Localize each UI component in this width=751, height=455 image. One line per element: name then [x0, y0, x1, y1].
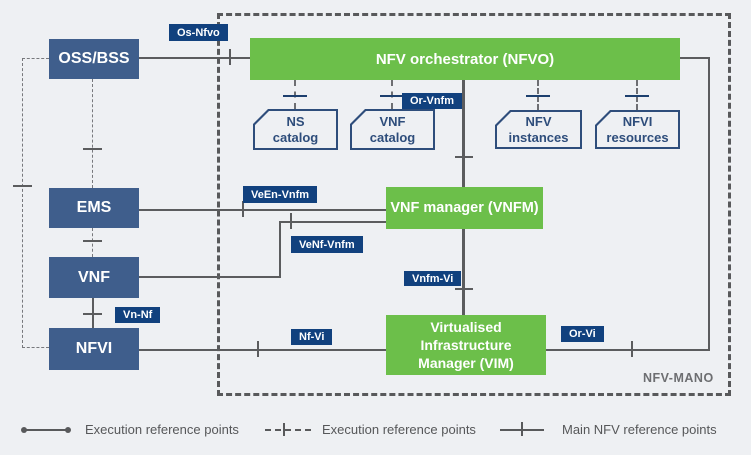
nfvi-resources-fill [597, 112, 678, 147]
line-vnf-vnfm-v [279, 221, 281, 278]
badge-or-vnfm: Or-Vnfm [402, 93, 462, 109]
box-nfvo: NFV orchestrator (NFVO) [250, 38, 680, 80]
shape-vnf-catalog: VNF catalog [350, 109, 435, 150]
dash-ossbss-ems [92, 79, 93, 188]
badge-veen-vnfm: VeEn-Vnfm [243, 186, 318, 203]
nfvi-resources-line2: resources [606, 129, 669, 145]
badge-venf-vnfm: VeNf-Vnfm [291, 236, 363, 253]
line-nfvo-right [680, 57, 710, 59]
tick-nfvi-resources [625, 95, 649, 97]
ns-catalog-line2: catalog [272, 129, 319, 145]
nfv-instances-line1: NFV [525, 113, 552, 129]
dash-nfvo-vnf-catalog [391, 80, 393, 109]
shape-nfvi-resources: NFVI resources [595, 110, 680, 149]
shape-ns-catalog: NS catalog [253, 109, 338, 150]
dash-nfvo-ns-catalog [294, 80, 296, 109]
line-vnfm-vim [462, 229, 465, 315]
nfv-instances-fill [497, 112, 580, 147]
legend-main-tick [521, 422, 523, 436]
legend-label-execution-2: Execution reference points [322, 422, 476, 437]
dash-left-rail [22, 58, 23, 348]
line-ossbss-nfvo [139, 57, 250, 59]
line-ems-vnfm [139, 209, 386, 211]
tick-vnf-catalog [380, 95, 404, 97]
tick-ems-vnf [83, 240, 102, 242]
box-vim: Virtualised Infrastructure Manager (VIM) [386, 315, 546, 375]
tick-nf-vi [257, 341, 259, 357]
box-oss-bss-label: OSS/BSS [58, 50, 130, 67]
badge-vnfm-vi: Vnfm-Vi [404, 271, 462, 286]
vnf-catalog-label: VNF catalog [350, 109, 435, 150]
legend-dot-left [21, 427, 27, 433]
badge-os-nfvo: Os-Nfvo [169, 24, 228, 41]
nfv-mano-dashed-frame [217, 13, 731, 396]
legend-solid-dots-line [24, 429, 70, 431]
nfv-instances-label: NFV instances [495, 110, 582, 149]
tick-left-rail [13, 185, 32, 187]
tick-os-nfvo [229, 49, 231, 65]
tick-veen-vnfm [242, 201, 244, 217]
ns-catalog-label: NS catalog [253, 109, 338, 150]
legend-label-execution-1: Execution reference points [85, 422, 239, 437]
line-right-riser [708, 57, 710, 351]
ns-catalog-line1: NS [286, 113, 305, 129]
legend-label-main-nfv: Main NFV reference points [562, 422, 717, 437]
box-nfvo-label: NFV orchestrator (NFVO) [375, 50, 555, 68]
box-vnf: VNF [49, 257, 139, 298]
box-ems-label: EMS [76, 199, 112, 216]
box-vnfm: VNF manager (VNFM) [386, 187, 543, 229]
legend-dot-right [65, 427, 71, 433]
line-vnf-vnfm-h [279, 221, 386, 223]
ns-catalog-fill [255, 111, 336, 148]
tick-or-vi [631, 341, 633, 357]
nfv-instances-line2: instances [508, 129, 569, 145]
vnf-catalog-fill [352, 111, 433, 148]
tick-ns-catalog [283, 95, 307, 97]
nfvi-resources-label: NFVI resources [595, 110, 680, 149]
dash-ems-vnf [92, 228, 93, 257]
box-vnfm-label: VNF manager (VNFM) [390, 200, 539, 216]
box-oss-bss: OSS/BSS [49, 39, 139, 79]
badge-vn-nf: Vn-Nf [115, 307, 161, 323]
nfv-mano-label: NFV-MANO [643, 371, 714, 385]
box-vim-label-line3: Manager (VIM) [418, 355, 514, 372]
badge-or-vi: Or-Vi [561, 326, 604, 342]
tick-vnfm-vi [455, 288, 473, 290]
line-vnf-h [139, 276, 281, 278]
vnf-catalog-line1: VNF [379, 113, 406, 129]
line-nfvo-vnfm [462, 80, 465, 187]
box-vim-label-line2: Infrastructure [420, 336, 512, 353]
badge-nf-vi: Nf-Vi [291, 329, 333, 345]
tick-or-vnfm [455, 156, 473, 158]
tick-nfv-instances [526, 95, 550, 97]
line-orvi [546, 349, 710, 351]
shape-nfv-instances: NFV instances [495, 110, 582, 149]
box-vnf-label: VNF [78, 268, 110, 286]
tick-vn-nf [83, 313, 102, 315]
dash-left-bottom [22, 347, 49, 348]
tick-ossbss-ems [83, 148, 102, 150]
legend-dashed-line [265, 429, 311, 431]
vnf-catalog-line2: catalog [369, 129, 416, 145]
legend-dashed-tick [283, 423, 285, 436]
line-nfvi-vim [139, 349, 386, 351]
dash-left-top [22, 58, 49, 59]
box-nfvi: NFVI [49, 328, 139, 370]
box-nfvi-label: NFVI [75, 340, 113, 357]
tick-venf-vnfm [290, 213, 292, 229]
box-vim-label-line1: Virtualised [430, 318, 502, 335]
box-ems: EMS [49, 188, 139, 228]
nfvi-resources-line1: NFVI [622, 113, 653, 129]
